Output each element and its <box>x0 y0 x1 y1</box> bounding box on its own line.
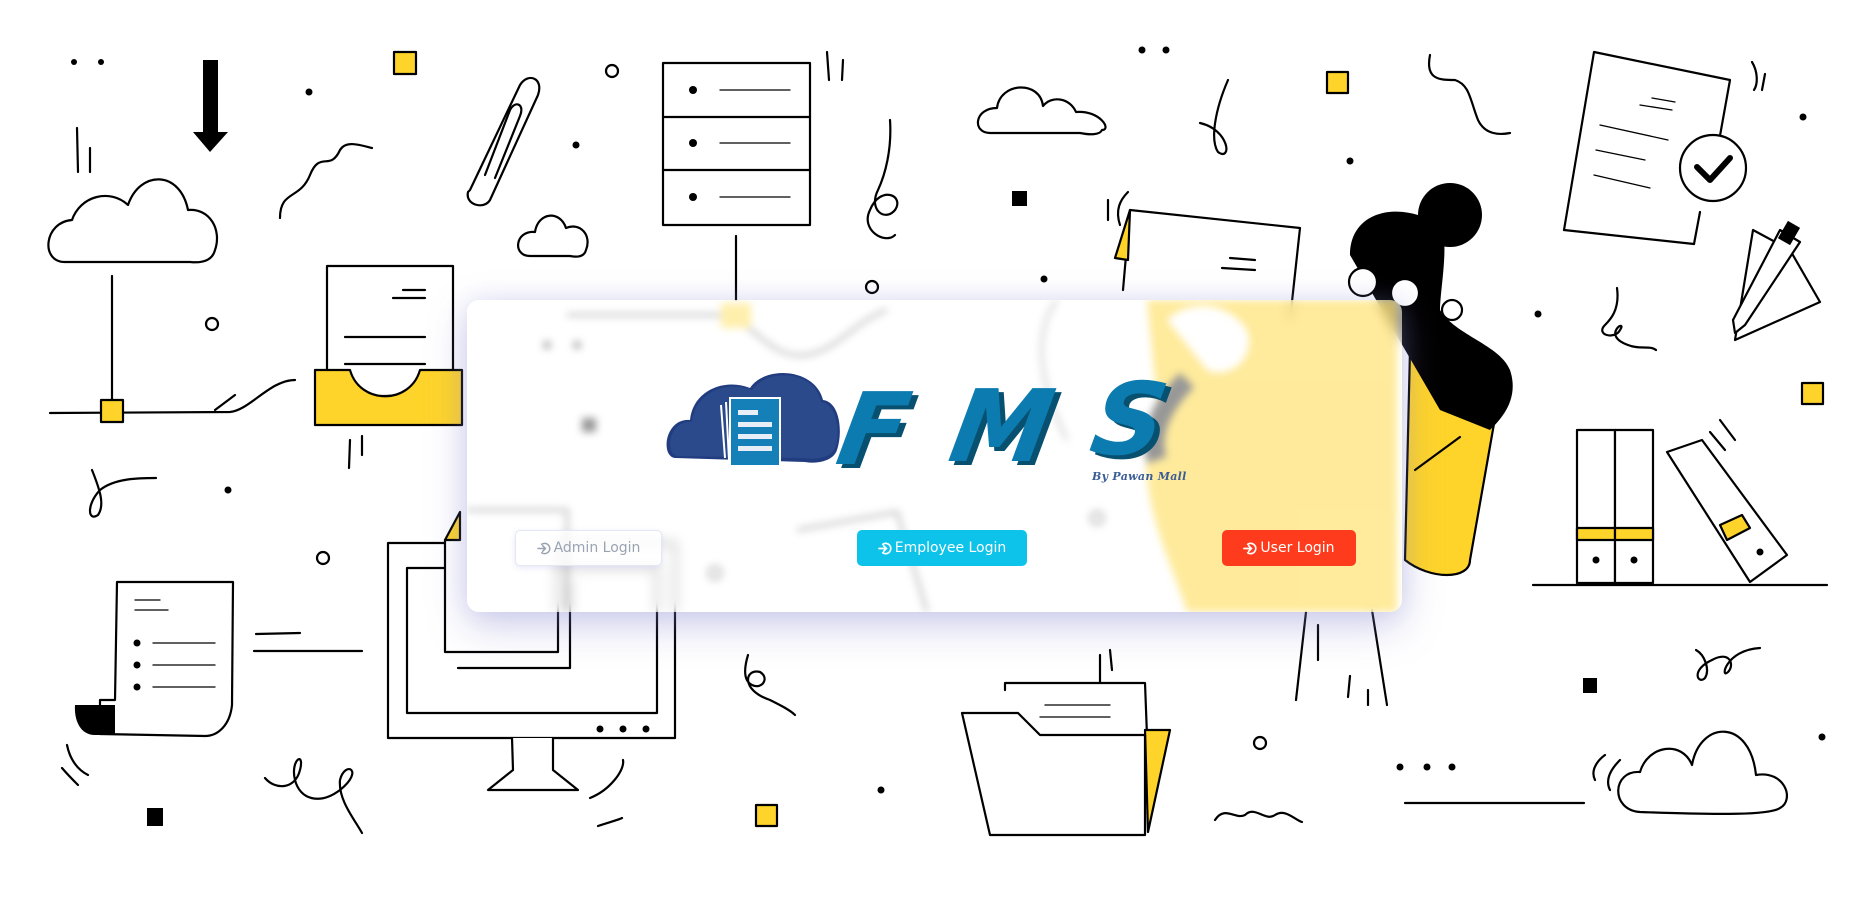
scroll-document-icon <box>60 580 235 787</box>
user-login-button[interactable]: User Login <box>1222 530 1356 566</box>
login-icon <box>1243 542 1258 554</box>
author-byline: By Pawan Mall <box>1092 470 1187 483</box>
employee-login-button[interactable]: Employee Login <box>857 530 1027 566</box>
pencil-icon <box>1731 220 1822 342</box>
server-rack-icon <box>661 61 812 302</box>
woman-reading-document-icon <box>1294 183 1513 707</box>
admin-login-label: Admin Login <box>553 540 641 556</box>
login-icon <box>536 542 551 554</box>
login-icon <box>877 542 892 554</box>
logo-letter-m-face: M <box>942 368 1062 485</box>
binders-shelf-icon <box>1531 418 1829 587</box>
arrow-down-icon <box>193 60 228 152</box>
admin-login-button[interactable]: Admin Login <box>515 530 662 566</box>
cloud-icon <box>47 178 219 264</box>
cloud-document-icon <box>666 372 840 467</box>
paperclip-icon <box>466 76 541 207</box>
user-login-label: User Login <box>1260 540 1335 556</box>
document-tray-icon <box>313 264 464 470</box>
logo-letter-m: M <box>947 372 1067 489</box>
document-icon <box>1113 208 1302 322</box>
document-checkmark-icon <box>1562 50 1748 246</box>
folder-icon <box>960 681 1172 837</box>
employee-login-label: Employee Login <box>894 540 1007 556</box>
logo-letters: F F M M S S <box>829 361 1181 492</box>
login-card: F F M M S S By Pawan Mall Admin Login Em… <box>467 300 1402 612</box>
fms-logo: F F M M S S <box>666 361 1181 492</box>
